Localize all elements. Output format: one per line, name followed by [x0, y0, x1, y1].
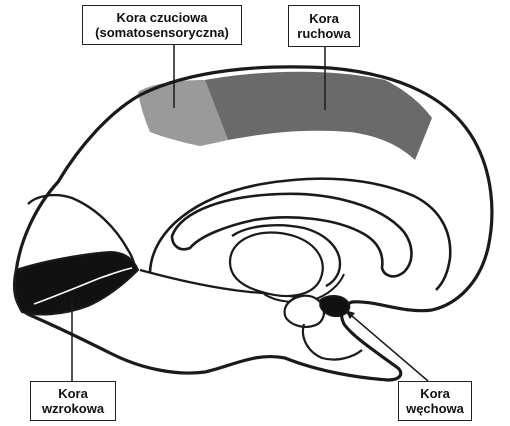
motor-label-line1: Kora — [309, 11, 339, 26]
thalamus — [230, 232, 323, 296]
visual-label-line2: wzrokowa — [42, 401, 104, 416]
olfactory-label-line2: węchowa — [406, 401, 464, 416]
motor-cortex-region — [205, 72, 432, 160]
motor-cortex-label: Kora ruchowa — [288, 5, 360, 47]
visual-cortex-label: Kora wzrokowa — [30, 381, 116, 421]
motor-label-line2: ruchowa — [297, 26, 350, 41]
visual-label-line1: Kora — [58, 386, 88, 401]
uncus-curve — [303, 324, 362, 360]
brainstem-lobe — [285, 296, 325, 327]
visual-cortex-region — [15, 252, 138, 314]
olfactory-leader-line — [345, 310, 428, 381]
somatosensory-cortex-label: Kora czuciowa (somatosensoryczna) — [82, 5, 242, 45]
somatosensory-label-line1: Kora czuciowa — [116, 10, 207, 25]
olfactory-label-line1: Kora — [420, 386, 450, 401]
somatosensory-label-line2: (somatosensoryczna) — [95, 25, 229, 40]
olfactory-cortex-label: Kora węchowa — [398, 381, 472, 421]
